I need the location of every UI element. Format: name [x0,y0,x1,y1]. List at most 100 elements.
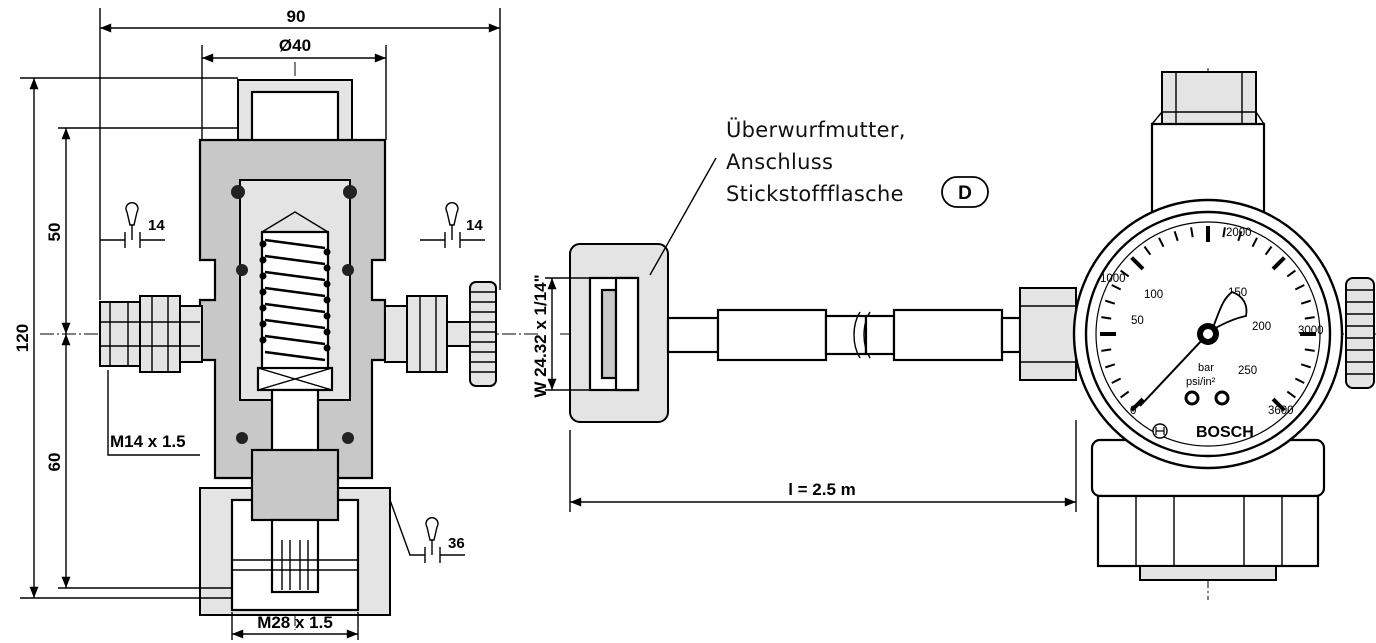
gauge-knob [1345,277,1375,389]
dim-lower-height: 60 [45,453,64,472]
gauge-tick [1304,316,1315,320]
gauge-psi-label: 3600 [1268,405,1294,417]
right-wrench-symbol: 14 [420,202,485,248]
callout-badge-label: D [958,183,972,204]
bosch-logo [1152,423,1168,439]
right-port-fitting [384,295,476,373]
gauge-tick [1294,377,1305,384]
regulator-with-gauge: 50 100 150 200 250 0 1000 2000 3000 3600… [1019,68,1375,600]
gauge-tick [1111,377,1122,384]
bottom-wrench-symbol: 36 [389,499,465,563]
gauge-tick [1300,299,1312,305]
spring-chamber [260,230,330,372]
gauge-tick [1300,363,1312,369]
gauge-tick [1143,246,1152,256]
gauge-bar-label: 200 [1252,321,1271,333]
gauge-tick [1173,230,1179,242]
bottom-insert [250,448,340,522]
dim-upper-height: 50 [45,223,64,242]
dim-nut-thread: W 24.32 x 1/14" [531,274,550,397]
top-nut-edges [1175,72,1243,124]
stem-lines [281,540,309,590]
left-wrench-symbol: 14 [100,202,165,248]
callout-line-2: Anschluss [726,150,833,174]
gauge-tick [1120,390,1130,399]
union-seal [600,288,618,380]
gauge-tick [1271,256,1286,271]
top-nut [1161,71,1257,125]
gauge-tick [1190,227,1194,238]
hose-ferrule-left [716,308,828,362]
gauge-tick [1101,348,1112,352]
gauge-tick [1294,284,1305,291]
hose-section-left [824,314,868,356]
hose-assembly: W 24.32 x 1/14" Überwurfmutter, Anschlus… [531,117,1376,512]
adjustment-knob [469,281,497,387]
gauge-tick [1104,299,1116,305]
gauge-tick [1158,237,1165,248]
gauge-unit-psi: psi/in² [1186,376,1216,388]
gauge-psi-label: 0 [1130,405,1136,417]
hose-ferrule-right [892,308,1004,362]
gauge-screw [1214,390,1230,406]
hose-tube [666,316,720,354]
gauge-brand: BOSCH [1196,424,1254,441]
dim-bottom-thread: M28 x 1.5 [257,613,333,632]
dim-hose-length: l = 2.5 m [788,480,856,499]
gauge-psi-label: 3000 [1298,325,1324,337]
gauge-tick [1304,348,1315,352]
gauge-tick [1251,237,1258,248]
dim-body-diameter: Ø40 [279,36,311,55]
inlet-fitting [1019,287,1077,381]
union-nipple [614,276,640,392]
leader-line [107,370,200,456]
gauge-tick [1104,363,1116,369]
gauge-tick [1286,269,1296,278]
needle-hub-center [1203,329,1213,339]
gauge-tick [1111,284,1122,291]
dim-overall-width: 90 [287,7,306,26]
gauge-tick [1120,269,1130,278]
gauge-tick [1130,256,1145,271]
gauge-bar-label: 100 [1144,289,1163,301]
gauge-psi-label: 2000 [1226,227,1252,239]
gauge-ticks [1100,226,1316,412]
inlet-fitting-edges [1020,305,1076,363]
gauge-psi-label: 1000 [1100,273,1126,285]
hose-section-right [864,314,896,356]
dim-left-wrench: 14 [148,217,165,234]
regulator-lower-nut [1096,494,1320,568]
gauge-tick [1264,246,1273,256]
bottom-knurl [1139,565,1277,581]
stem-lower [270,518,320,594]
callout-leader [649,157,717,276]
thread-lines [232,559,358,571]
regulator-section-view: 90 Ø40 120 50 60 M14 x 1.5 M28 x 1.5 14 [13,7,540,640]
hose-end [1000,316,1022,354]
dim-bottom-wrench: 36 [448,535,465,552]
spring-seat [261,211,329,233]
callout-line-1: Überwurfmutter, [726,117,906,142]
gauge-tick [1271,397,1286,412]
spring [259,238,331,362]
gauge-tick [1101,316,1112,320]
gauge-unit-bar: bar [1198,362,1214,374]
gauge-screw [1184,390,1200,406]
top-nut-chamfer [1151,111,1265,125]
dim-left-port-thread: M14 x 1.5 [110,432,186,451]
callout-badge: D [941,176,989,208]
callout-line-3: Stickstoffflasche [726,182,904,206]
gauge-bar-label: 50 [1131,315,1144,327]
left-port-fitting [99,295,203,373]
gauge-tick [1237,230,1243,242]
gauge-tick [1222,227,1226,238]
gauge-bar-label: 250 [1238,365,1257,377]
valve-seat [256,366,334,392]
dim-overall-height: 120 [13,324,32,352]
nut-flats [1135,496,1283,566]
dim-right-wrench: 14 [466,217,483,234]
gauge-tick [1286,390,1296,399]
gauge-tick [1130,397,1145,412]
